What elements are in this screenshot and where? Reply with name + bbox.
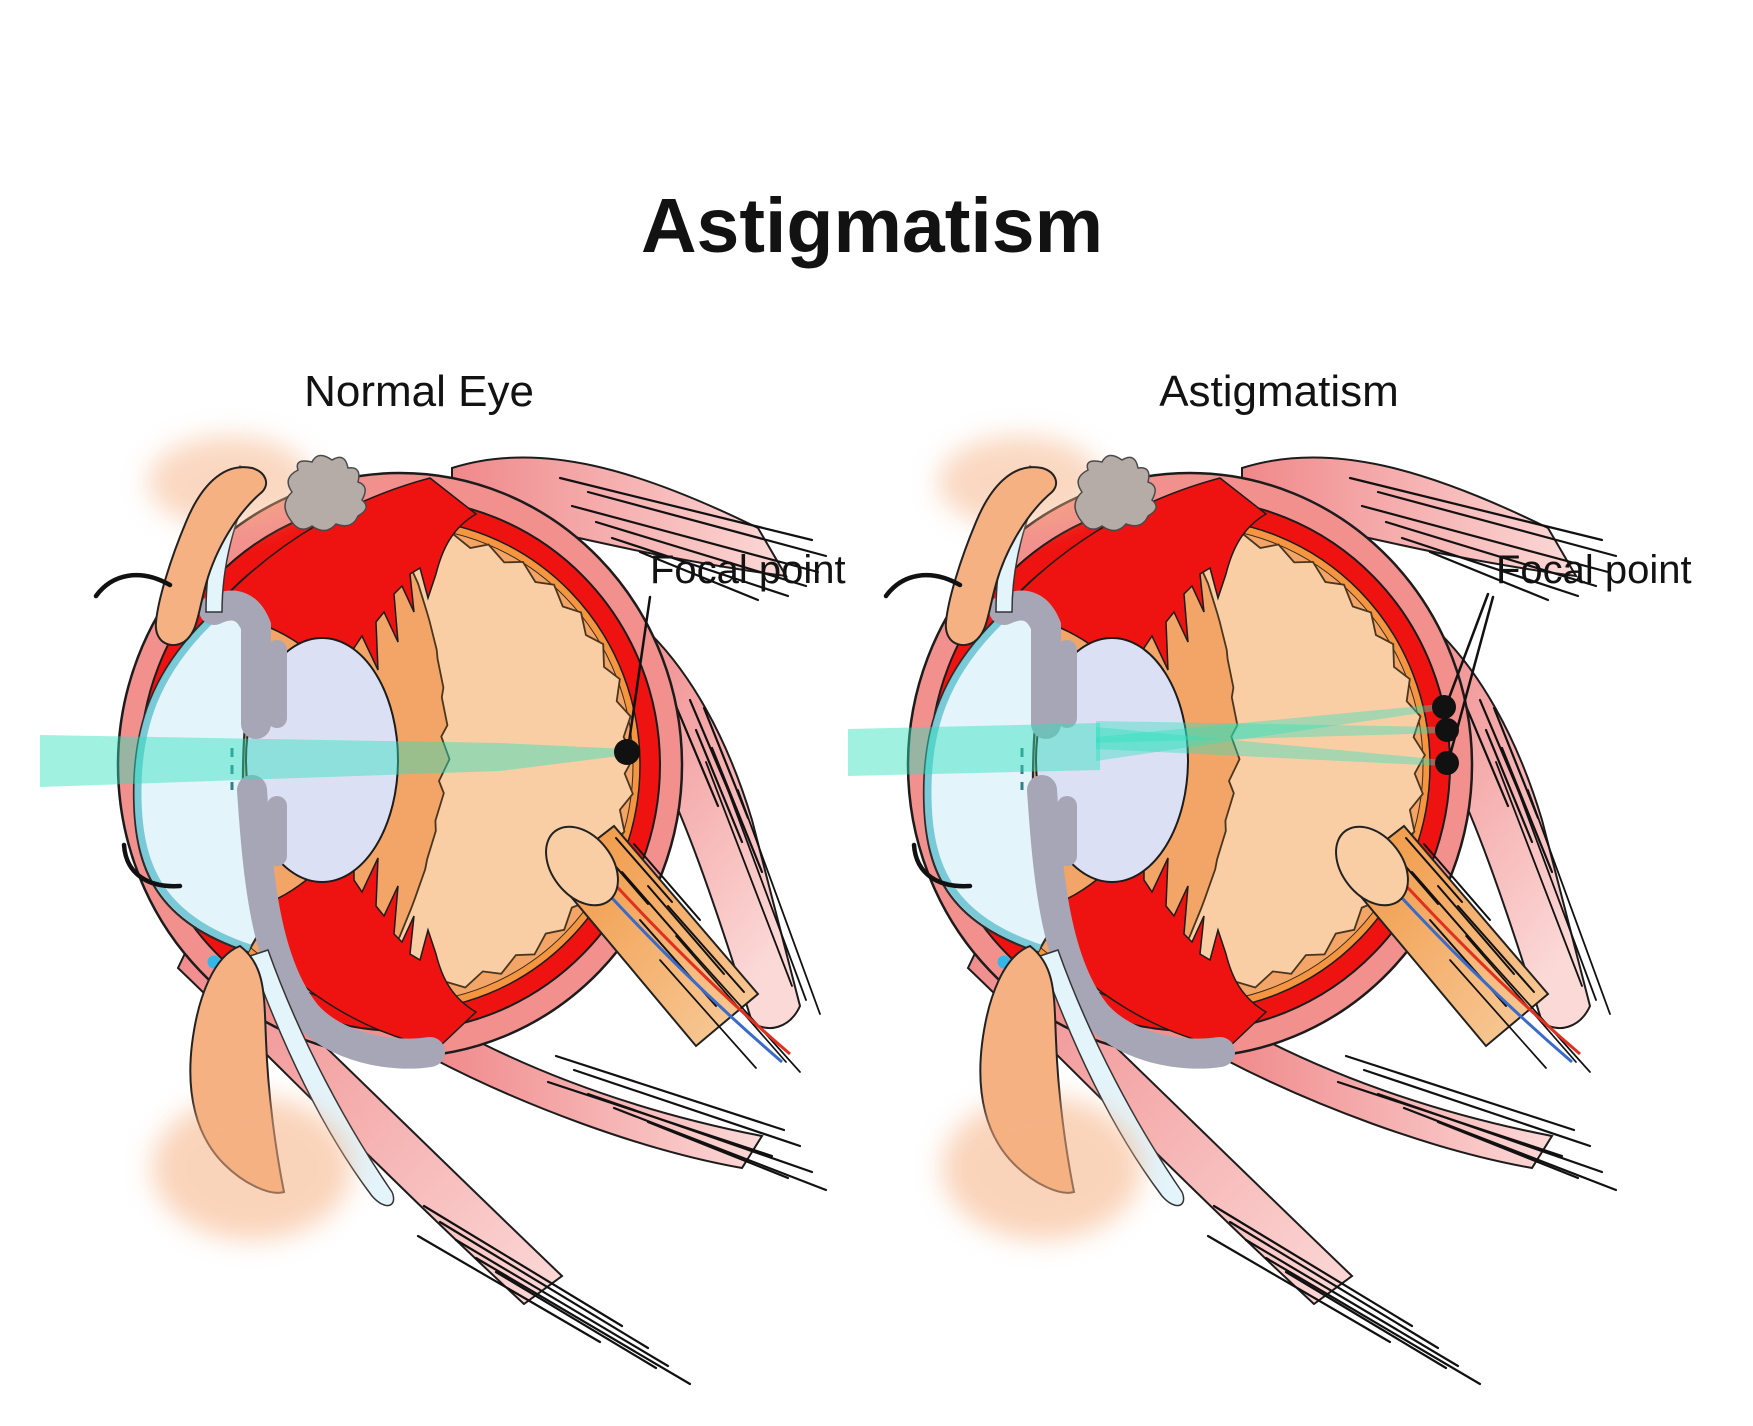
- diagram-title: Astigmatism: [640, 183, 1104, 269]
- astig-ray-to-top-focus: [1096, 704, 1441, 761]
- normal-light-beam: [40, 735, 627, 787]
- normal-eye-panel-label: Normal Eye: [304, 367, 534, 416]
- focal-point-dots: [614, 695, 1459, 775]
- astig-focal-point-dot-bottom: [1435, 751, 1459, 775]
- astig-focal-leader-line-top: [1444, 592, 1490, 708]
- astig-focal-point-dot-top: [1432, 695, 1456, 719]
- astig-ray-to-bottom-focus: [1096, 727, 1444, 766]
- astig-ray-to-middle-focus: [1096, 721, 1444, 743]
- astig-focal-point-dot-middle: [1435, 718, 1459, 742]
- astigmatism-panel-label: Astigmatism: [1159, 367, 1399, 416]
- astigmatism-focal-point-label: Focal point: [1496, 548, 1692, 592]
- normal-focal-leader-line: [626, 595, 652, 751]
- astig-entry-beam: [848, 723, 1100, 776]
- normal-focal-point-label: Focal point: [650, 548, 846, 592]
- normal-focal-point-dot: [614, 739, 640, 765]
- light-beams: [40, 704, 1444, 787]
